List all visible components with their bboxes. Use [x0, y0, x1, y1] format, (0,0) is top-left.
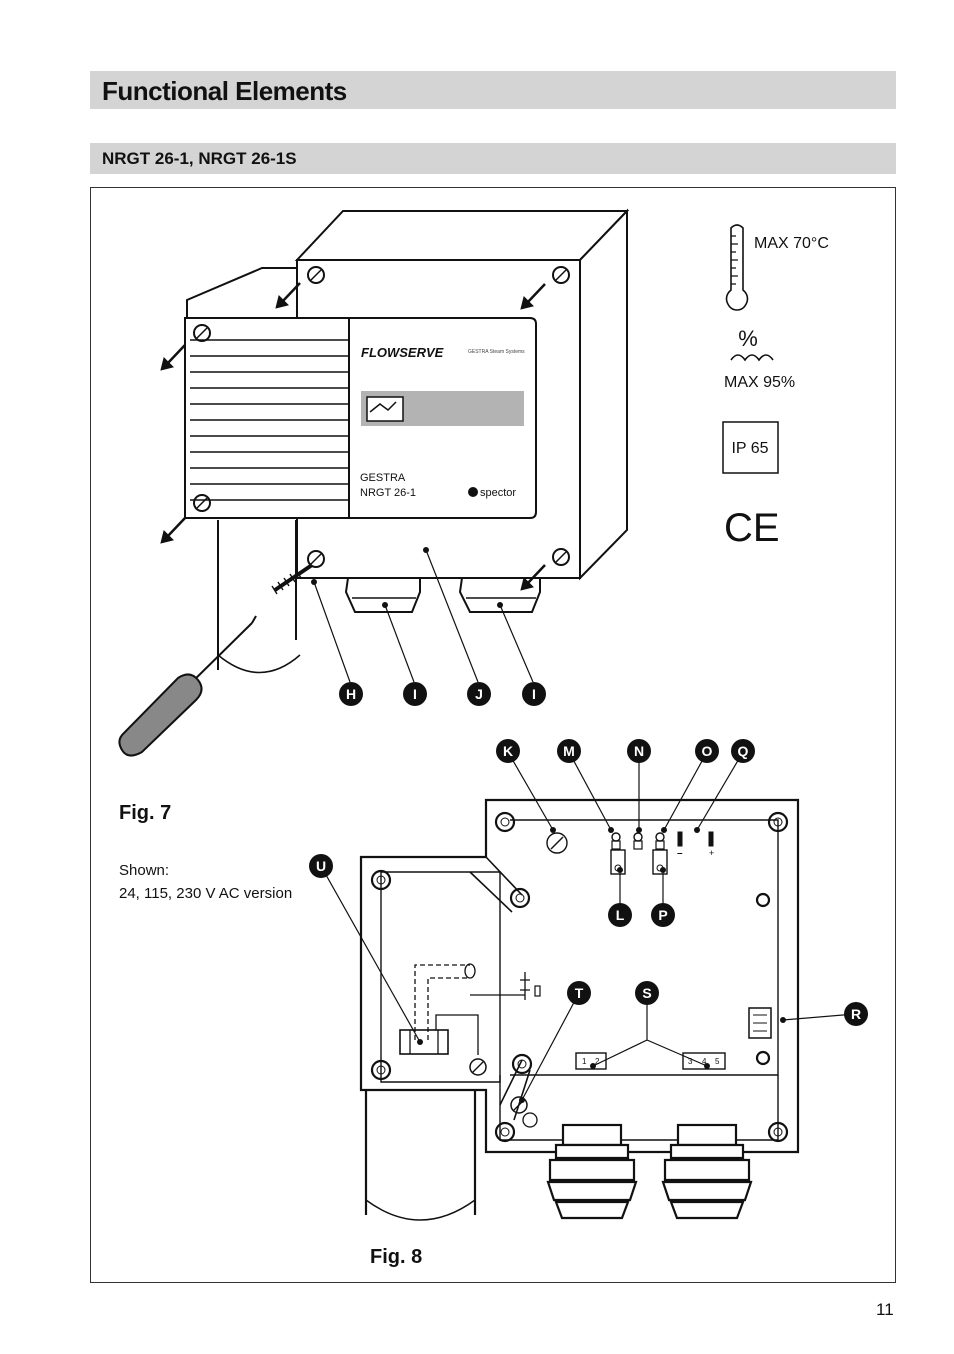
- callout-M: M: [557, 739, 581, 763]
- svg-text:N: N: [634, 743, 644, 759]
- fig8-leader-dots: [417, 827, 786, 1103]
- callout-L: L: [608, 903, 632, 927]
- svg-text:U: U: [316, 858, 326, 874]
- terminal-labels: 1 2 3 4 5 – +: [582, 848, 720, 1066]
- svg-text:J: J: [475, 686, 483, 702]
- thermometer-icon: [725, 224, 749, 311]
- svg-text:O: O: [702, 743, 713, 759]
- svg-text:H: H: [346, 686, 356, 702]
- spector-logo: spector: [480, 487, 516, 499]
- svg-text:T: T: [575, 985, 584, 1001]
- callout-H: H: [339, 682, 363, 706]
- svg-text:3: 3: [688, 1057, 693, 1066]
- svg-text:L: L: [616, 907, 625, 923]
- svg-text:S: S: [642, 985, 651, 1001]
- callout-P: P: [651, 903, 675, 927]
- caption-line1: Shown:: [119, 862, 170, 879]
- svg-text:5: 5: [715, 1057, 720, 1066]
- svg-text:4: 4: [702, 1057, 707, 1066]
- fig7-leaders: [313, 549, 534, 683]
- fig8-label: Fig. 8: [370, 1246, 423, 1268]
- ip-rating-box: [722, 421, 779, 474]
- callout-Q: Q: [731, 739, 755, 763]
- fig8-leaders: [320, 751, 856, 1101]
- model-line2: NRGT 26-1: [360, 487, 416, 499]
- page-number: 11: [876, 1300, 894, 1319]
- svg-text:R: R: [851, 1006, 861, 1022]
- brand-subtitle: GESTRA Steam Systems: [468, 349, 525, 355]
- spector-logo-icon: [468, 487, 478, 497]
- brand-logo: FLOWSERVE: [361, 345, 444, 360]
- max-temp-text: MAX 70°C: [754, 235, 829, 252]
- callout-R: R: [844, 1002, 868, 1026]
- model-line1: GESTRA: [360, 472, 406, 484]
- callout-O: O: [695, 739, 719, 763]
- terminal-box-drawing: [359, 798, 800, 1221]
- arrow-icons: [160, 282, 546, 591]
- callout-U: U: [309, 854, 333, 878]
- page-title: Functional Elements: [90, 71, 896, 109]
- svg-text:M: M: [563, 743, 575, 759]
- section-subtitle: NRGT 26-1, NRGT 26-1S: [90, 143, 896, 174]
- callout-I-right: I: [522, 682, 546, 706]
- ip-rating-text: IP 65: [731, 440, 768, 457]
- callout-N: N: [627, 739, 651, 763]
- fig7-leader-dots: [311, 547, 503, 608]
- device-label: FLOWSERVE GESTRA Steam Systems GESTRA NR…: [360, 345, 525, 499]
- callout-K: K: [496, 739, 520, 763]
- humidity-symbol: %: [738, 326, 758, 351]
- svg-text:2: 2: [595, 1057, 600, 1066]
- callout-J: J: [467, 682, 491, 706]
- caption-line2: 24, 115, 230 V AC version: [119, 885, 293, 902]
- figure-frame: [90, 187, 896, 1283]
- humidity-wave-icon: [730, 354, 774, 362]
- device-housing-drawing: [118, 208, 630, 757]
- svg-text:I: I: [413, 686, 417, 702]
- svg-text:P: P: [658, 907, 667, 923]
- svg-text:K: K: [503, 743, 513, 759]
- callout-T: T: [567, 981, 591, 1005]
- fig7-caption: Shown: 24, 115, 230 V AC version: [119, 859, 292, 905]
- callout-S: S: [635, 981, 659, 1005]
- ce-mark-icon: CE: [724, 506, 780, 550]
- max-humidity-text: MAX 95%: [724, 374, 795, 391]
- svg-text:I: I: [532, 686, 536, 702]
- svg-text:+: +: [709, 848, 714, 858]
- fig7-label: Fig. 7: [119, 802, 172, 824]
- svg-text:1: 1: [582, 1057, 587, 1066]
- callout-I-left: I: [403, 682, 427, 706]
- svg-text:–: –: [677, 848, 683, 859]
- svg-text:Q: Q: [738, 743, 749, 759]
